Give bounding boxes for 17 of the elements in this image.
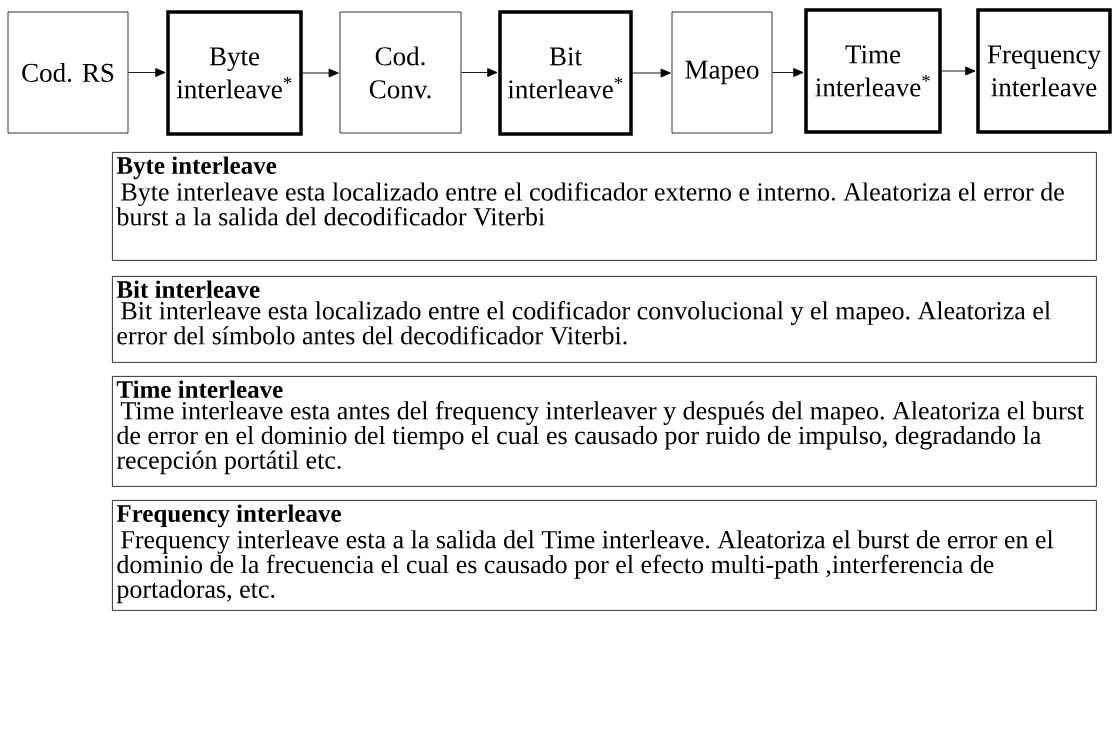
arrow <box>632 68 671 78</box>
arrow <box>460 68 498 77</box>
arrow <box>941 66 976 76</box>
process-box: Cod. Conv. <box>339 11 462 134</box>
process-box: Byte interleave$^{*}$ <box>166 10 303 136</box>
arrow <box>771 68 804 77</box>
arrow <box>302 68 339 78</box>
description-box: Frequency interleave Frequency interleave esta a la salida del Time interleave. Aleatoriza el burst de error en el dominio de la frecuencia el cual es causado por el efecto multi-path ,interferencia de portadoras, etc. <box>112 500 1097 611</box>
process-box: Frequency interleave <box>976 8 1112 134</box>
process-box: Cod. RS <box>7 11 129 134</box>
arrow <box>127 68 166 77</box>
description-box: Bit interleave Bit interleave esta localizado entre el codificador convolucional y el mapeo. Aleatoriza el error del símbolo antes del decodificador Viterbi. <box>112 276 1097 363</box>
process-box: Time interleave$^{*}$ <box>804 8 942 134</box>
description-box: Byte interleave Byte interleave esta localizado entre el codificador externo e interno. Aleatoriza el error de burst a la salida del decodificador Viterbi <box>112 152 1097 261</box>
description-box: Time interleave Time interleave esta antes del frequency interleaver y después del mapeo. Aleatoriza el burst de error en el dominio del tiempo el cual es causado por ruido de impulso, degradando la recepción portátil etc. <box>112 376 1097 487</box>
process-box: Bit interleave$^{*}$ <box>498 10 633 136</box>
process-box: Mapeo <box>671 11 773 134</box>
